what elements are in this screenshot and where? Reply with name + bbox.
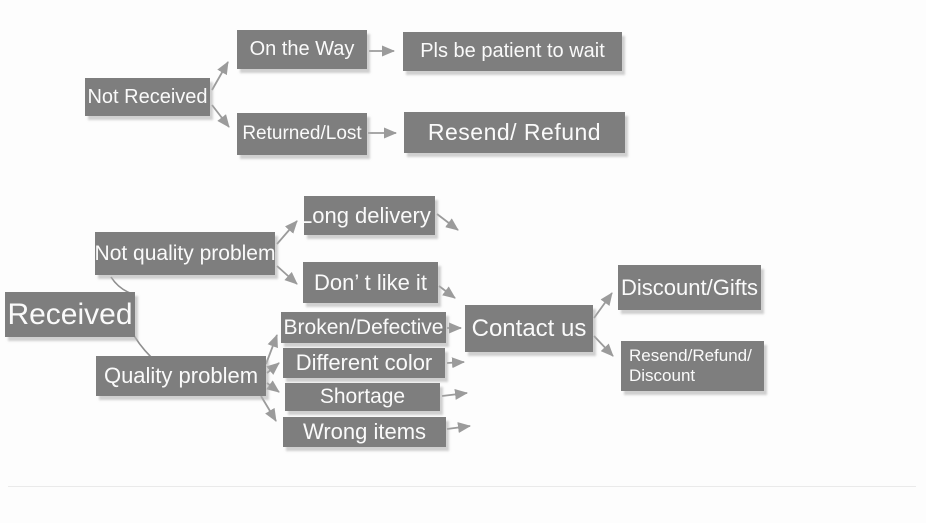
node-resend-refund: Resend/ Refund	[404, 112, 625, 153]
node-different-color: Different color	[283, 348, 445, 378]
node-long-delivery: Long delivery	[304, 196, 435, 235]
node-label: Discount/Gifts	[621, 274, 758, 300]
node-contact-us: Contact us	[465, 305, 593, 352]
node-label: Returned/Lost	[242, 123, 362, 144]
node-on-the-way: On the Way	[237, 30, 367, 69]
node-label: Pls be patient to wait	[420, 40, 605, 62]
node-label: Resend/ Refund	[427, 119, 602, 145]
node-label: Not quality problem	[94, 241, 276, 265]
bottom-divider-line	[8, 486, 916, 487]
node-label: Long delivery	[304, 202, 431, 228]
node-label: On the Way	[249, 38, 355, 60]
node-label: Don’ t like it	[314, 269, 427, 295]
node-label-line2: Discount	[629, 366, 696, 385]
node-shortage: Shortage	[285, 383, 440, 411]
node-label: Shortage	[319, 385, 406, 408]
node-discount-gifts: Discount/Gifts	[618, 265, 761, 310]
node-broken-defective: Broken/Defective	[281, 312, 446, 343]
node-resend-refund-discount: Resend/Refund/ Discount	[621, 341, 764, 391]
node-wrong-items: Wrong items	[283, 417, 446, 447]
node-received: Received	[5, 292, 135, 337]
node-not-quality-problem: Not quality problem	[95, 232, 275, 275]
node-dont-like-it: Don’ t like it	[303, 262, 438, 303]
node-returned-lost: Returned/Lost	[237, 113, 367, 155]
node-label-line1: Resend/Refund/	[629, 346, 752, 366]
node-quality-problem: Quality problem	[96, 356, 266, 396]
node-label: Different color	[295, 350, 433, 375]
node-label: Broken/Defective	[283, 315, 444, 339]
node-pls-be-patient: Pls be patient to wait	[403, 32, 622, 71]
node-label: Quality problem	[103, 363, 259, 388]
node-label: Wrong items	[302, 419, 427, 444]
node-label: Contact us	[471, 314, 587, 342]
node-label: Not Received	[87, 85, 208, 108]
node-label: Received	[7, 297, 133, 331]
node-not-received: Not Received	[85, 78, 210, 116]
